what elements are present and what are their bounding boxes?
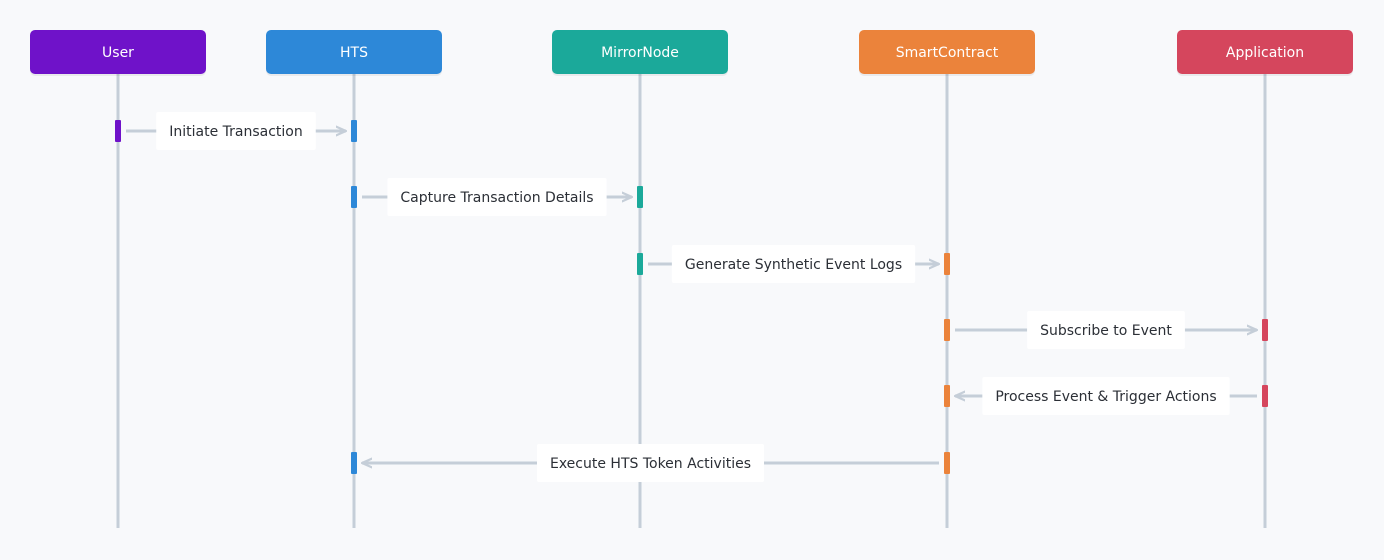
message-2: Capture Transaction Details <box>351 178 643 216</box>
actor-box <box>552 30 728 74</box>
message-label-box <box>156 112 316 150</box>
actor-label: SmartContract <box>896 45 999 61</box>
message-label: Execute HTS Token Activities <box>550 456 751 472</box>
actor-app: Application <box>1177 30 1353 76</box>
actor-box <box>859 30 1035 74</box>
actor-hts: HTS <box>266 30 442 76</box>
actor-label: MirrorNode <box>601 45 679 61</box>
actor-box <box>266 30 442 74</box>
activation-bar-source <box>637 253 643 275</box>
activation-bar-source <box>1262 385 1268 407</box>
activation-bar-target <box>351 452 357 474</box>
activation-bar-target <box>944 253 950 275</box>
activation-bar-source <box>944 319 950 341</box>
message-label: Generate Synthetic Event Logs <box>685 257 902 273</box>
actor-label: Application <box>1226 45 1304 61</box>
activation-bar-source <box>115 120 121 142</box>
actor-contract: SmartContract <box>859 30 1035 76</box>
actor-mirror: MirrorNode <box>552 30 728 76</box>
message-label-box <box>536 444 765 482</box>
message-label-box <box>982 377 1230 415</box>
message-label-box <box>671 245 916 283</box>
message-label: Initiate Transaction <box>169 124 303 140</box>
message-6: Execute HTS Token Activities <box>351 444 950 482</box>
message-label: Capture Transaction Details <box>400 190 593 206</box>
actor-box <box>30 30 206 74</box>
actor-box <box>1177 30 1353 74</box>
activation-bar-source <box>351 186 357 208</box>
message-label: Subscribe to Event <box>1040 323 1172 339</box>
activation-bar-target <box>351 120 357 142</box>
actor-label: User <box>102 45 134 61</box>
activation-bar-target <box>1262 319 1268 341</box>
activation-bar-target <box>637 186 643 208</box>
actor-user: User <box>30 30 206 76</box>
message-label-box <box>1027 311 1185 349</box>
message-5: Process Event & Trigger Actions <box>944 377 1268 415</box>
activation-bar-source <box>944 452 950 474</box>
message-4: Subscribe to Event <box>944 311 1268 349</box>
message-3: Generate Synthetic Event Logs <box>637 245 950 283</box>
actor-label: HTS <box>340 45 368 61</box>
message-label-box <box>387 178 607 216</box>
activation-bar-target <box>944 385 950 407</box>
message-1: Initiate Transaction <box>115 112 357 150</box>
message-label: Process Event & Trigger Actions <box>995 389 1216 405</box>
